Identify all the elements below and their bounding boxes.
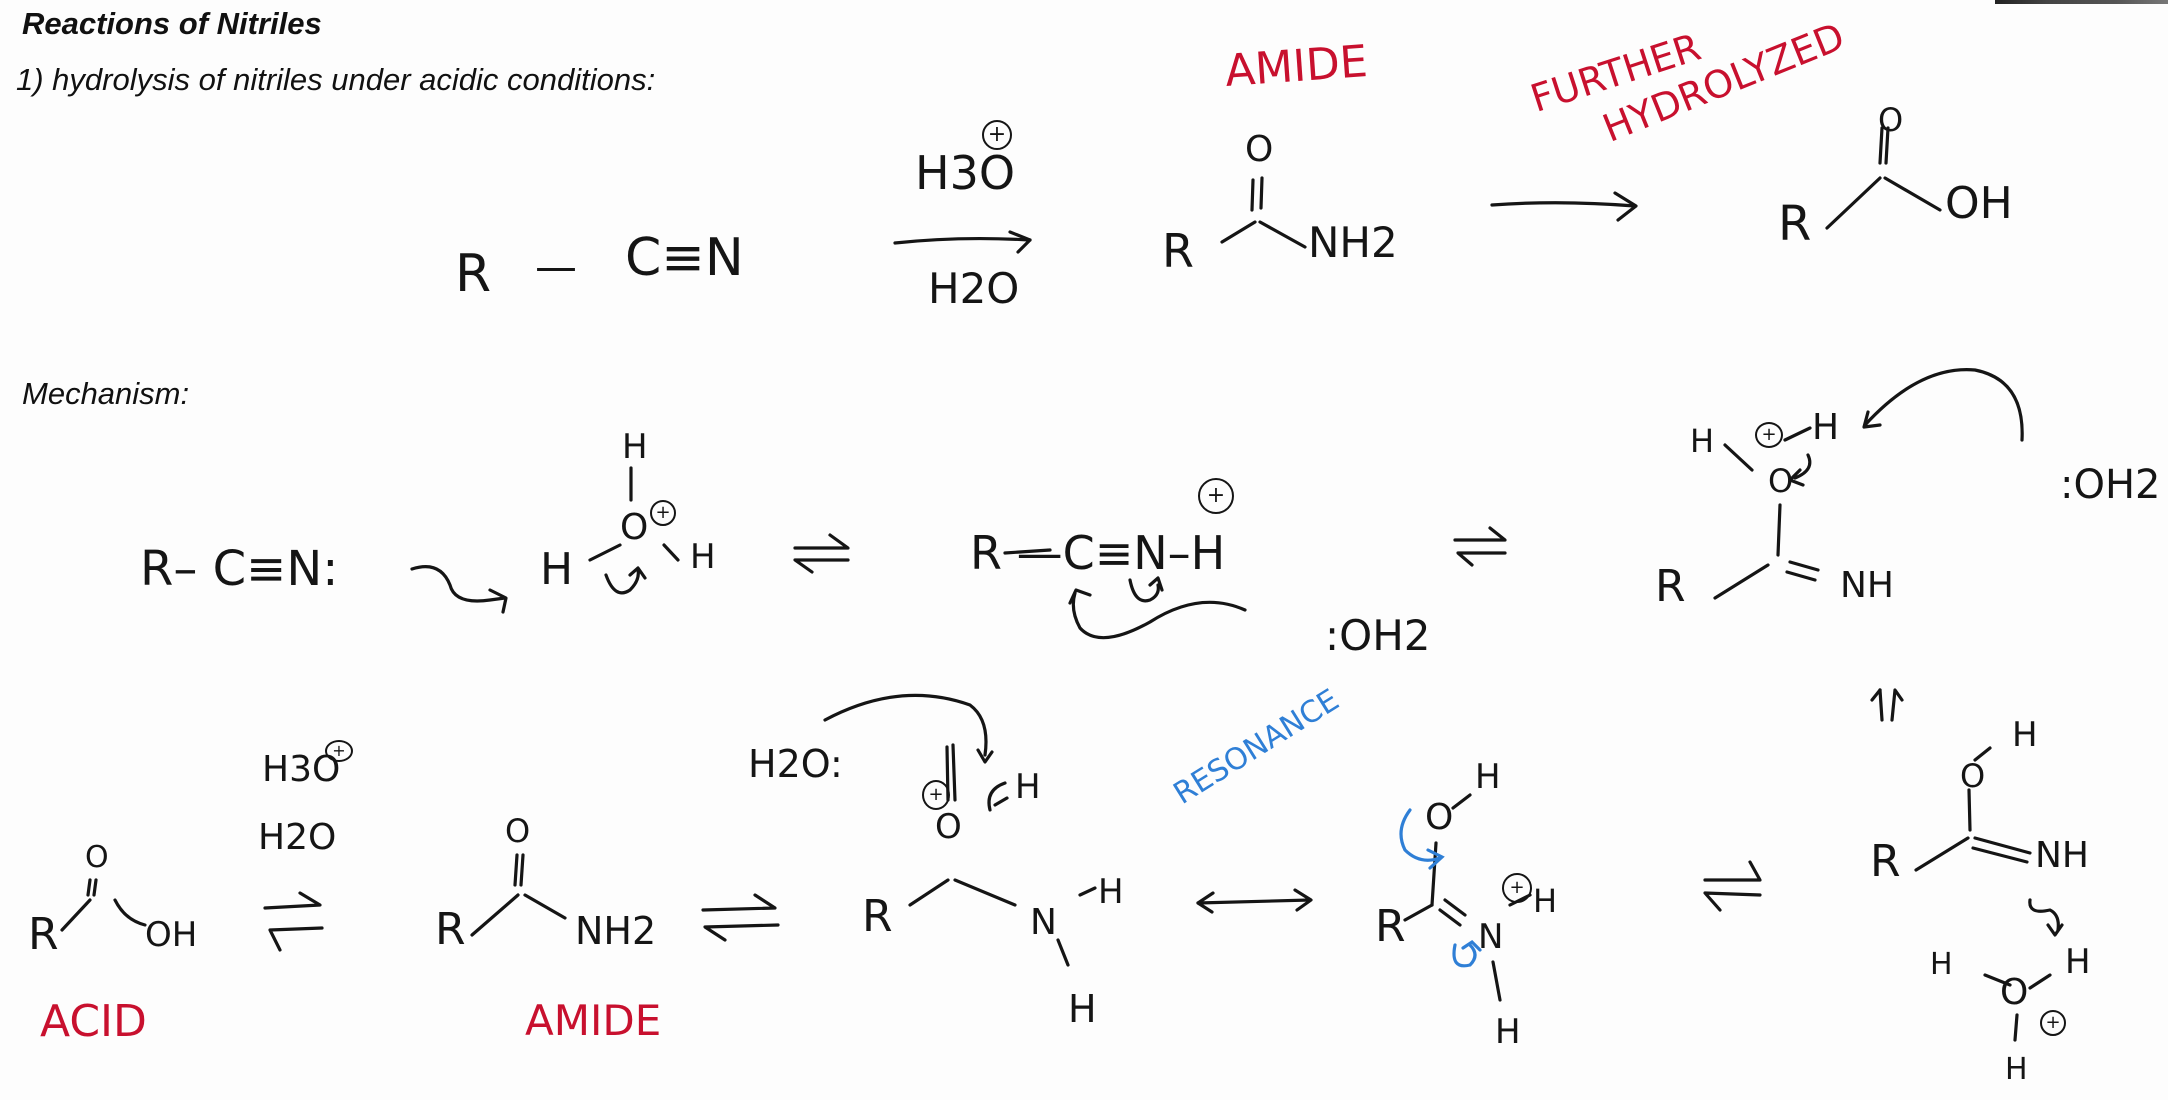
amide-r: R [1162, 224, 1194, 278]
acid-oxygen: O [1878, 101, 1904, 139]
amide-label: AMIDE [1223, 36, 1370, 97]
amide-bottom-o: O [505, 812, 531, 850]
step5b-r: R [1375, 901, 1406, 952]
positive-charge-icon: + [650, 500, 676, 526]
acid-bottom-o: O [85, 840, 109, 875]
step4-hydronium-h3: H [2005, 1052, 2028, 1087]
further-hydrolysis-arrow-icon [1490, 191, 1638, 222]
mech-nitrile: R– C≡N: [140, 541, 339, 597]
amide-bottom-r: R [435, 904, 466, 955]
step5a-o: O [935, 807, 962, 847]
step4-hydronium-h2: H [2065, 942, 2091, 982]
step3-water: :OH2 [2060, 462, 2161, 508]
resonance-arrow-icon [1196, 888, 1313, 914]
equilibrium-arrow-icon [1453, 526, 1507, 567]
hydronium-o: O [620, 507, 649, 548]
step4-nh: NH [2035, 835, 2089, 876]
amide-structure [1220, 176, 1307, 249]
nitrile-r: R [455, 244, 492, 304]
equilibrium-arrow-icon [793, 533, 850, 574]
nitrilium-ion: R —C≡N–H [970, 526, 1226, 580]
step4-o: O [1960, 757, 1986, 795]
water-nucleophile: :OH2 [1325, 611, 1431, 660]
carboxylic-acid-structure [1825, 126, 1942, 230]
step5a-h-n2: H [1068, 987, 1097, 1031]
step3-r: R [1655, 561, 1686, 612]
acid-bottom-r: R [28, 909, 59, 960]
equilibrium-arrow-icon [263, 891, 324, 952]
positive-charge-icon: + [1755, 422, 1783, 448]
amide-oxygen: O [1245, 129, 1274, 170]
equilibrium-arrow-icon [701, 893, 780, 942]
step5a-n: N [1030, 902, 1057, 943]
curved-arrow-icon [1399, 808, 1442, 862]
hydronium-h-top: H [622, 427, 648, 467]
step4-h-o: H [2012, 715, 2038, 755]
nitrile-bond: — [535, 242, 577, 291]
step5a-h-n1: H [1098, 872, 1124, 912]
acid-bottom-oh: OH [145, 915, 198, 955]
step4-r: R [1870, 836, 1901, 887]
step5b-h-o: H [1475, 757, 1501, 797]
reagent-hydronium: H3O [915, 146, 1016, 200]
hydronium-h-left: H [540, 544, 574, 595]
equilibrium-arrow-icon [1870, 688, 1904, 722]
amide-bottom-nh2: NH2 [575, 909, 657, 953]
step3-h-right: H [1812, 407, 1840, 448]
step5b-h-n1: H [1533, 882, 1558, 920]
positive-charge-icon: + [922, 780, 950, 810]
slide-title: Reactions of Nitriles [22, 6, 322, 41]
step3-o: O [1768, 462, 1794, 500]
acid-reagent-water: H2O [258, 817, 337, 858]
nitrile-group: C≡N [625, 228, 744, 288]
reaction-arrow-icon [893, 230, 1032, 254]
step5b-h-n2: H [1495, 1012, 1521, 1052]
acid-r: R [1778, 196, 1812, 252]
section-heading: 1) hydrolysis of nitriles under acidic c… [16, 62, 656, 97]
step5b-o: O [1425, 797, 1454, 838]
acid-bottom-label: ACID [40, 996, 147, 1047]
video-progress-bar[interactable] [1995, 0, 2168, 4]
positive-charge-icon: + [1502, 873, 1532, 903]
mechanism-heading: Mechanism: [22, 376, 190, 411]
curved-arrow-icon [1452, 943, 1477, 968]
step5a-r: R [862, 891, 893, 942]
step5a-h-o: H [1015, 767, 1041, 807]
amide-bottom-label: AMIDE [525, 996, 662, 1045]
step4-hydronium-h1: H [1930, 947, 1953, 982]
amide-nh2: NH2 [1308, 218, 1398, 267]
step5b-n: N [1478, 917, 1504, 957]
positive-charge-icon: + [1198, 478, 1234, 514]
positive-charge-icon: + [2040, 1010, 2066, 1036]
acid-oh: OH [1945, 178, 2013, 229]
step4-hydronium-o: O [2000, 972, 2029, 1013]
positive-charge-icon: + [325, 740, 353, 762]
curved-arrow-icon [410, 565, 508, 614]
step3-h-left: H [1690, 422, 1715, 460]
step5a-water: H2O: [748, 742, 843, 786]
hydronium-h-right: H [690, 537, 716, 577]
positive-charge-icon: + [982, 120, 1012, 150]
step3-nh: NH [1840, 565, 1894, 606]
equilibrium-arrow-icon [1703, 860, 1762, 912]
reagent-water: H2O [928, 264, 1020, 313]
